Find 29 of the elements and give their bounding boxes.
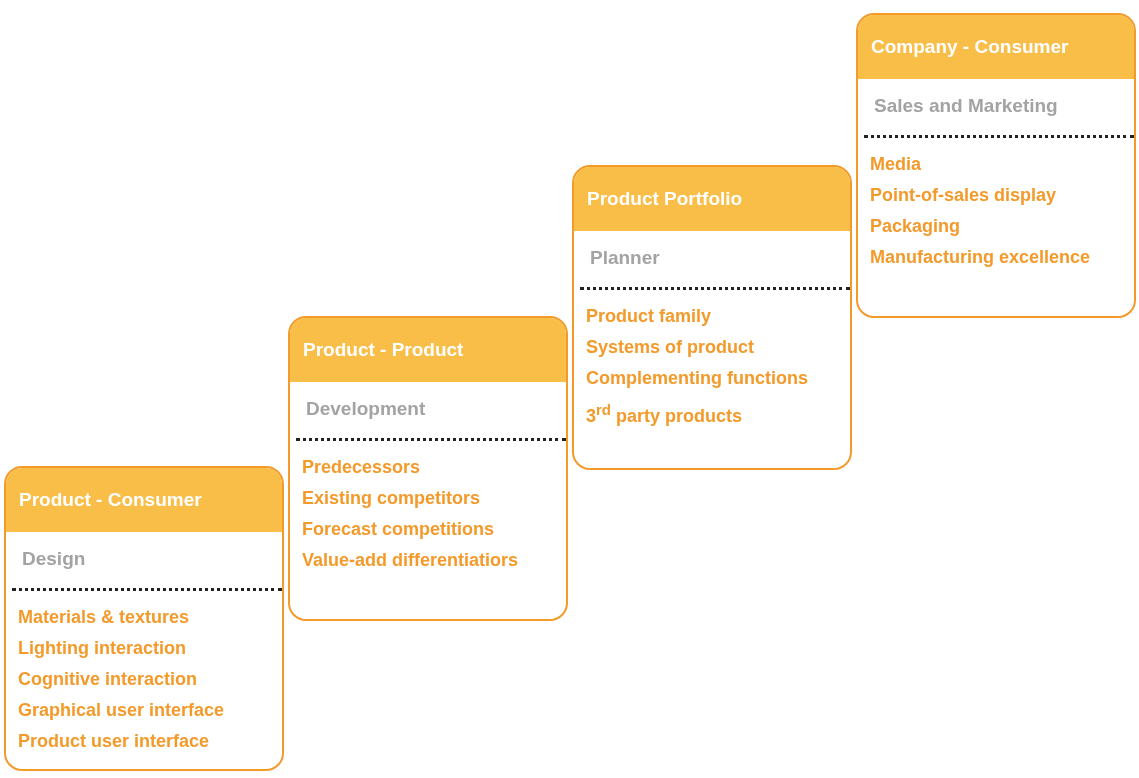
list-item: Materials & textures [18,606,191,629]
step-card [4,466,284,771]
card-header: Product - Product [290,318,566,382]
card-subtitle: Planner [590,247,660,269]
list-item: 3$^{rd}$ party products [586,400,744,428]
list-item: Existing competitors [302,487,482,510]
list-item: Forecast competitions [302,518,496,541]
list-item: Packaging [870,215,962,238]
list-item: Lighting interaction [18,637,187,660]
list-item: Predecessors [302,456,422,479]
list-item: Complementing functions [586,367,808,390]
card-subtitle: Design [22,548,86,570]
step-card [288,316,568,621]
step-card [856,13,1136,318]
list-item: Systems of product [586,336,756,359]
card-header: Product Portfolio [574,167,850,231]
list-item: Media [870,153,922,176]
card-header: Product - Consumer [6,468,282,532]
list-item: Point-of-sales display [870,184,1058,207]
list-item: Product family [586,305,713,328]
list-item: Product user interface [18,730,211,753]
card-subtitle: Development [306,398,426,420]
list-item: Cognitive interaction [18,668,198,691]
step-card [572,165,852,470]
list-item: Manufacturing excellence [870,246,1091,269]
card-header: Company - Consumer [858,15,1134,79]
list-item: Graphical user interface [18,699,225,722]
card-subtitle: Sales and Marketing [874,95,1058,117]
list-item: Value-add differentiatiors [302,549,519,572]
